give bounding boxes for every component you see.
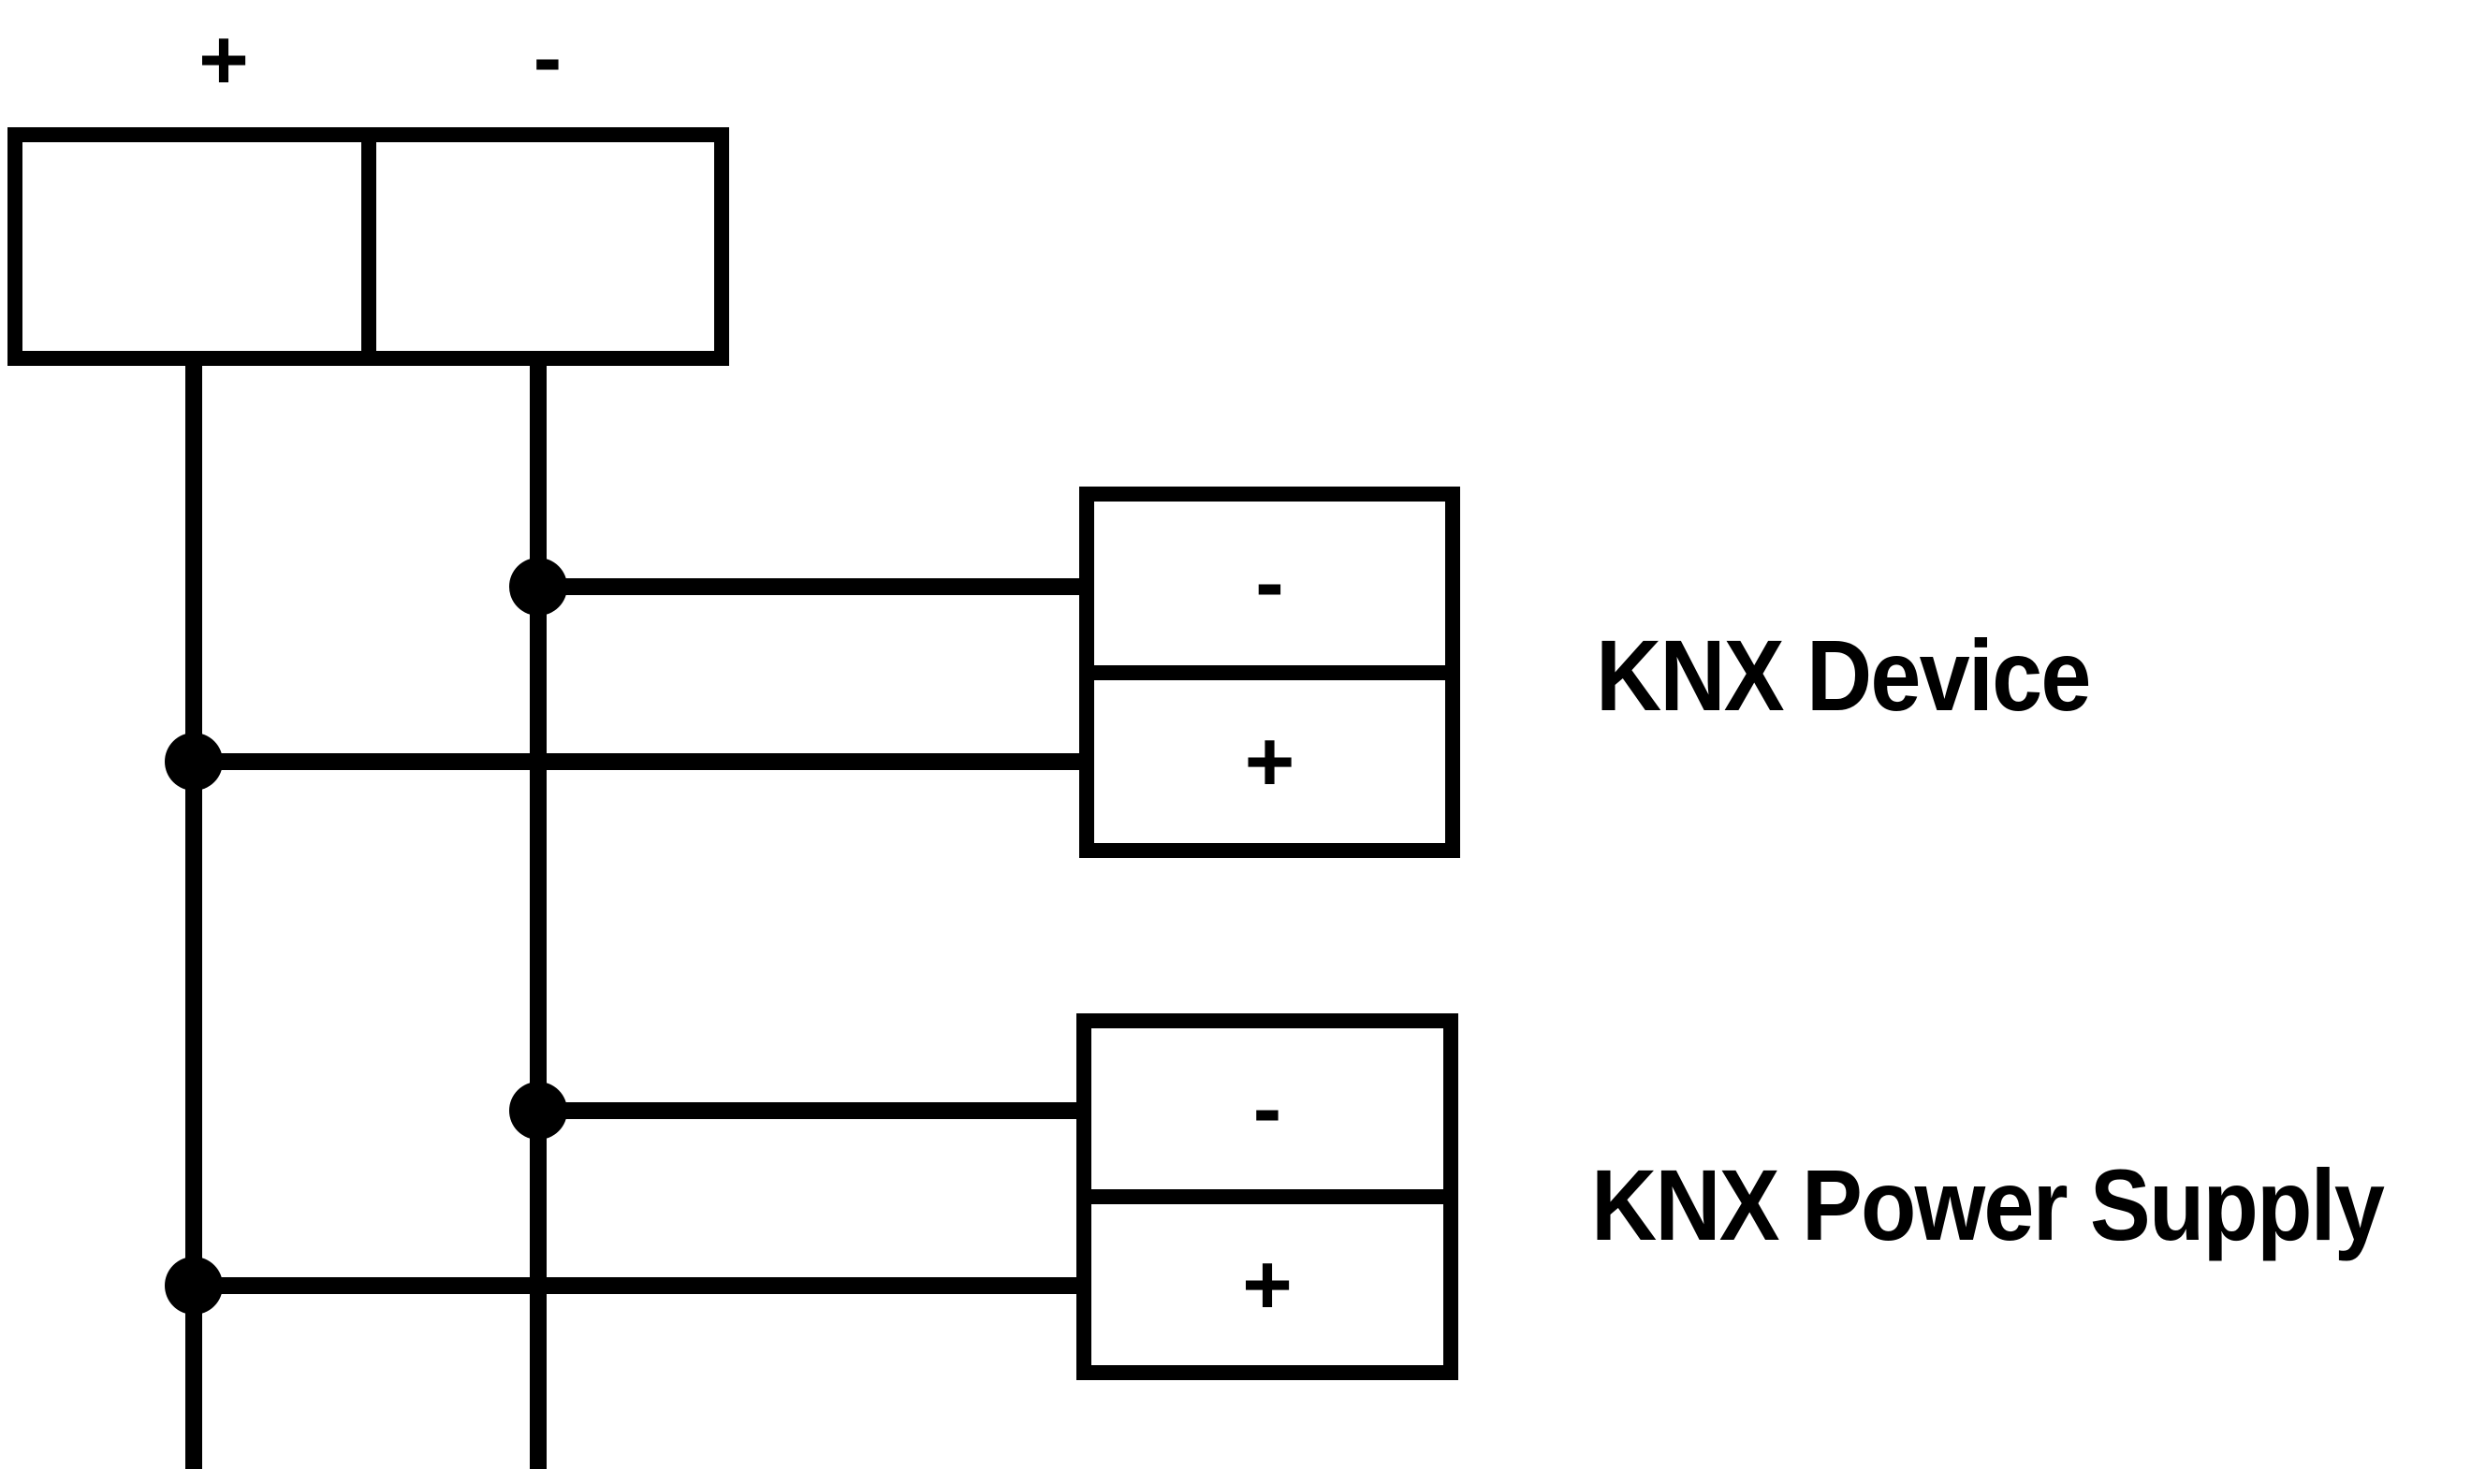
bus-connector-box: [7, 127, 729, 366]
knx-device-minus-cell: -: [1094, 502, 1445, 665]
bus-plus-label: +: [198, 12, 249, 108]
junction-dot-device-minus: [509, 558, 567, 616]
knx-power-supply-minus-label: -: [1252, 1061, 1282, 1157]
knx-power-supply-minus-cell: -: [1091, 1028, 1443, 1189]
knx-device-title: KNX Device: [1596, 618, 2091, 732]
minus-rail-line: [530, 366, 547, 1469]
knx-device-divider: [1094, 664, 1445, 680]
device-plus-wire: [194, 753, 1079, 770]
power-supply-minus-wire: [538, 1102, 1076, 1119]
knx-device-plus-label: +: [1244, 713, 1295, 809]
bus-connector-minus-cell: [376, 142, 715, 351]
knx-power-supply-title: KNX Power Supply: [1591, 1148, 2385, 1261]
knx-power-supply-plus-cell: +: [1091, 1204, 1443, 1365]
knx-device-minus-label: -: [1255, 535, 1284, 632]
plus-rail-line: [185, 366, 202, 1469]
knx-power-supply-box: - +: [1076, 1013, 1458, 1380]
knx-power-supply-plus-label: +: [1242, 1237, 1293, 1332]
bus-connector-divider: [360, 142, 376, 351]
knx-device-plus-cell: +: [1094, 680, 1445, 844]
bus-minus-label: -: [533, 10, 563, 106]
junction-dot-power-minus: [509, 1082, 567, 1140]
knx-device-box: - +: [1079, 487, 1460, 858]
junction-dot-device-plus: [165, 733, 223, 791]
junction-dot-power-plus: [165, 1257, 223, 1315]
device-minus-wire: [538, 578, 1079, 595]
knx-power-supply-divider: [1091, 1189, 1443, 1204]
power-supply-plus-wire: [194, 1277, 1076, 1294]
bus-connector-plus-cell: [22, 142, 361, 351]
